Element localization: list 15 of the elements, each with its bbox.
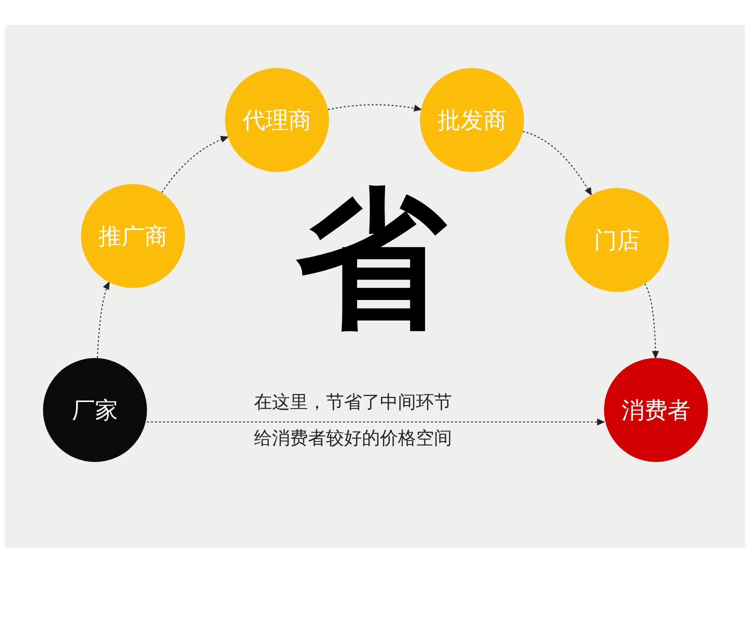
node-label: 门店 xyxy=(594,226,640,256)
node-label: 批发商 xyxy=(438,106,506,136)
arrow xyxy=(146,418,606,426)
arrow xyxy=(522,131,592,196)
arrow xyxy=(161,136,229,194)
node-label: 代理商 xyxy=(242,106,312,136)
node-label: 消费者 xyxy=(622,396,690,426)
arrow xyxy=(644,283,659,359)
note-text: 给消费者较好的价格空间 xyxy=(254,428,452,450)
arrow xyxy=(96,281,110,359)
big-character: 省 xyxy=(296,185,446,335)
node-label: 厂家 xyxy=(72,396,118,426)
arrow xyxy=(327,104,422,112)
note-text: 在这里，节省了中间环节 xyxy=(254,392,452,414)
node-label: 推广商 xyxy=(98,222,168,252)
